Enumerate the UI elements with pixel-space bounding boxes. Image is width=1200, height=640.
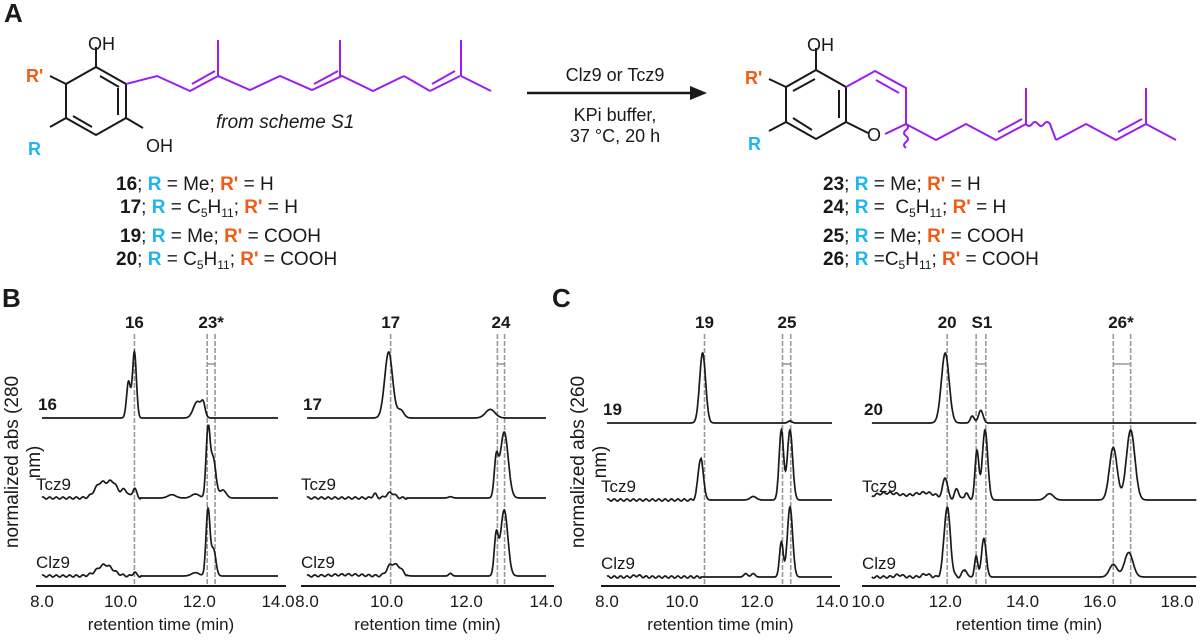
reaction-temp-time: 37 °C, 20 h — [570, 126, 660, 146]
trace-label: Clz9 — [36, 553, 70, 572]
peak-label: 16 — [125, 313, 144, 332]
product-atom-r: R — [748, 134, 761, 154]
trace-clz9 — [41, 506, 278, 578]
reactant-17: 17; R = C5H11; R' = H — [120, 197, 298, 220]
trace-label: 19 — [603, 400, 622, 419]
product-23: 23; R = Me; R' = H — [823, 174, 981, 195]
panel-label-c: C — [552, 283, 571, 313]
panel-label-b: B — [2, 283, 21, 313]
trace-clz9 — [306, 508, 546, 578]
peak-label: 26* — [1108, 313, 1134, 332]
peak-label: 25 — [778, 313, 797, 332]
x-tick-label: 14.0 — [815, 592, 848, 611]
trace-label: Tcz9 — [36, 475, 71, 494]
x-tick-label: 10.0 — [851, 592, 884, 611]
x-axis-label: retention time (min) — [956, 615, 1102, 634]
peak-label: 23* — [198, 313, 224, 332]
x-tick-label: 14.0 — [529, 592, 562, 611]
product-list: 23; R = Me; R' = H 24; R = C5H11; R' = H… — [823, 173, 1039, 277]
trace-tcz9 — [306, 430, 546, 500]
reactant-16: 16; R = Me; R' = H — [116, 174, 274, 195]
atom-oh-top: OH — [88, 34, 115, 54]
panel-label-a: A — [4, 0, 23, 28]
trace-label: Tcz9 — [301, 475, 336, 494]
x-axis-label: retention time (min) — [647, 615, 793, 634]
x-tick-label: 12.0 — [183, 592, 216, 611]
peak-label: 24 — [492, 313, 511, 332]
x-tick-label: 16.0 — [1083, 592, 1116, 611]
product-atom-o: O — [867, 125, 881, 145]
product-24: 24; R = C5H11; R' = H — [823, 197, 1007, 220]
trace-label: Tcz9 — [862, 477, 897, 496]
x-tick-label: 10.0 — [104, 592, 137, 611]
x-tick-label: 12.0 — [450, 592, 483, 611]
x-tick-label: 14.0 — [261, 592, 294, 611]
reactant-prenyl-chain — [125, 74, 405, 93]
atom-r-prime: R' — [26, 66, 43, 86]
trace-clz9 — [871, 506, 1197, 579]
trace-clz9 — [606, 505, 832, 579]
atom-r: R — [28, 139, 41, 159]
x-tick-label: 12.0 — [740, 592, 773, 611]
trace-label: 17 — [303, 395, 322, 414]
reactant-list: 16; R = Me; R' = H 17; R = C5H11; R' = H… — [116, 173, 337, 277]
x-tick-label: 8.0 — [30, 592, 54, 611]
peak-label: 20 — [938, 313, 957, 332]
trace-label: 16 — [38, 395, 57, 414]
x-tick-label: 12.0 — [929, 592, 962, 611]
product-26: 26; R =C5H11; R' = COOH — [823, 249, 1039, 272]
reactant-source-note: from scheme S1 — [216, 112, 354, 133]
product-prenyl-chain — [845, 69, 1177, 149]
peak-label: S1 — [972, 313, 993, 332]
trace-tcz9 — [871, 428, 1197, 501]
trace-label: Tcz9 — [601, 477, 636, 496]
x-tick-label: 10.0 — [665, 592, 698, 611]
trace-17 — [307, 350, 546, 419]
atom-oh-bottom: OH — [146, 136, 173, 156]
reactant-20: 20; R = C5H11; R' = COOH — [116, 249, 338, 272]
x-tick-label: 8.0 — [595, 592, 619, 611]
product-atom-r-prime: R' — [745, 68, 762, 88]
reactant-19: 19; R = Me; R' = COOH — [120, 226, 321, 247]
x-axis-label: retention time (min) — [88, 615, 234, 634]
trace-label: Clz9 — [862, 554, 896, 573]
x-tick-label: 14.0 — [1006, 592, 1039, 611]
x-tick-label: 18.0 — [1160, 592, 1193, 611]
trace-label: Clz9 — [301, 553, 335, 572]
product-atom-oh: OH — [807, 35, 834, 55]
trace-tcz9 — [41, 424, 278, 500]
reaction-buffer: KPi buffer, — [574, 105, 657, 125]
trace-tcz9 — [606, 427, 832, 502]
x-axis-label: retention time (min) — [354, 615, 500, 634]
peak-label: 17 — [381, 313, 400, 332]
trace-label: 20 — [864, 400, 883, 419]
trace-20 — [871, 351, 1197, 424]
x-tick-label: 10.0 — [370, 592, 403, 611]
trace-19 — [607, 351, 832, 424]
arrow-head-icon — [690, 86, 707, 100]
reaction-scheme: OH OH R' R from scheme S1 Clz9 or Tcz9 K… — [26, 34, 1177, 159]
trace-16 — [42, 348, 278, 419]
product-25: 25; R = Me; R' = COOH — [823, 226, 1024, 247]
reaction-enzymes: Clz9 or Tcz9 — [566, 65, 665, 85]
peak-label: 19 — [695, 313, 714, 332]
x-tick-label: 8.0 — [295, 592, 319, 611]
trace-label: Clz9 — [601, 554, 635, 573]
